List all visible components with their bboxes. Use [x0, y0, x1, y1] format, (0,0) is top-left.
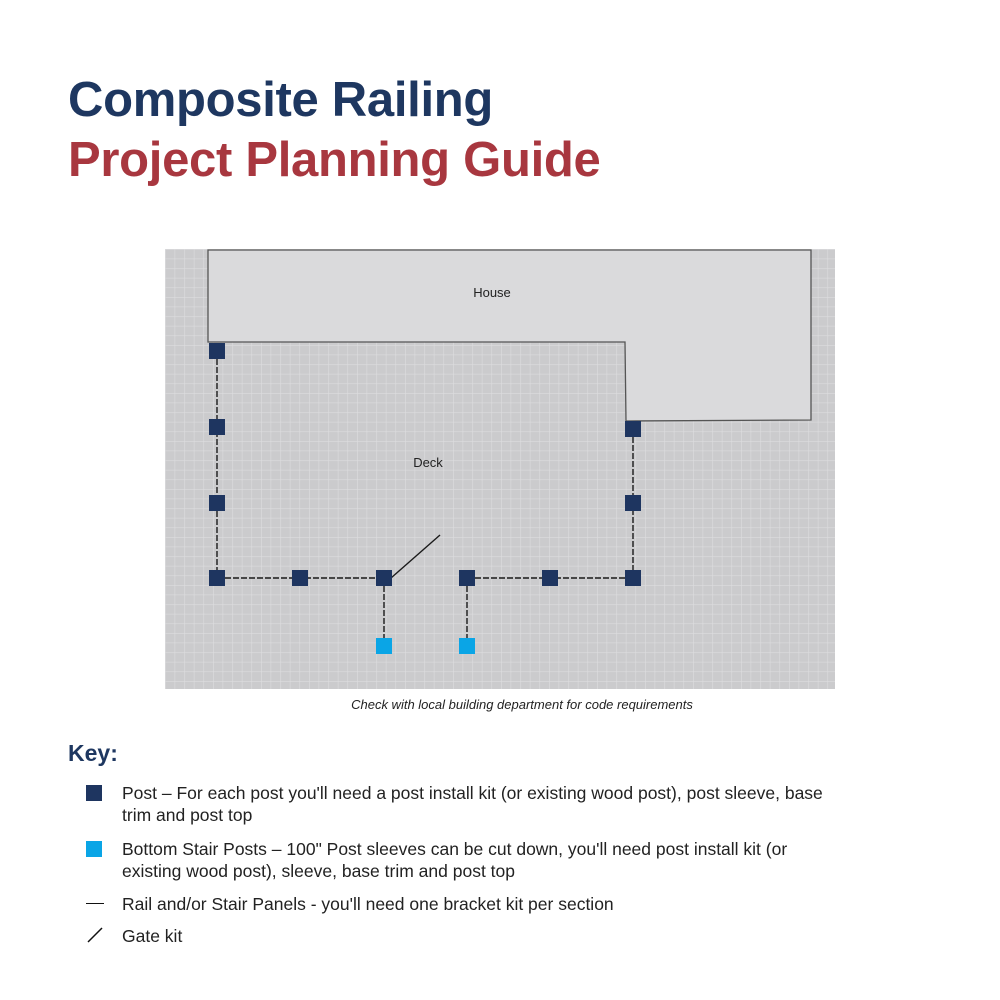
stair-post	[459, 638, 475, 654]
post	[292, 570, 308, 586]
key-item-rail-text: Rail and/or Stair Panels - you'll need o…	[122, 894, 614, 914]
key-item-post: Post – For each post you'll need a post …	[86, 782, 846, 826]
posts	[209, 343, 641, 586]
stair-posts	[376, 638, 475, 654]
key-heading: Key:	[68, 740, 118, 766]
post	[459, 570, 475, 586]
code-requirements-caption: Check with local building department for…	[351, 697, 693, 712]
key-item-post-text: Post – For each post you'll need a post …	[122, 783, 823, 825]
deck-label: Deck	[413, 455, 443, 470]
title-project-planning-guide: Project Planning Guide	[68, 133, 601, 187]
post	[625, 421, 641, 437]
post	[542, 570, 558, 586]
key-item-stair-post: Bottom Stair Posts – 100" Post sleeves c…	[86, 838, 846, 882]
key-item-gate-text: Gate kit	[122, 926, 183, 946]
post	[625, 570, 641, 586]
post	[625, 495, 641, 511]
gate-slash-icon	[86, 926, 104, 944]
stair-post	[376, 638, 392, 654]
rail-line-icon	[86, 903, 104, 904]
deck-plan-diagram: House Deck	[165, 249, 835, 689]
house-label: House	[473, 285, 511, 300]
post	[209, 343, 225, 359]
post	[209, 495, 225, 511]
deck-plan-svg: House Deck	[165, 249, 835, 689]
key-item-gate: Gate kit	[86, 925, 846, 947]
key-list: Post – For each post you'll need a post …	[86, 782, 846, 947]
key-item-stair-post-text: Bottom Stair Posts – 100" Post sleeves c…	[122, 839, 788, 881]
post	[209, 419, 225, 435]
post	[209, 570, 225, 586]
post	[376, 570, 392, 586]
gate-line	[390, 534, 441, 579]
post-square-icon	[86, 785, 102, 801]
stair-post-square-icon	[86, 841, 102, 857]
title-composite-railing: Composite Railing	[68, 73, 494, 127]
key-item-rail: Rail and/or Stair Panels - you'll need o…	[86, 893, 846, 915]
